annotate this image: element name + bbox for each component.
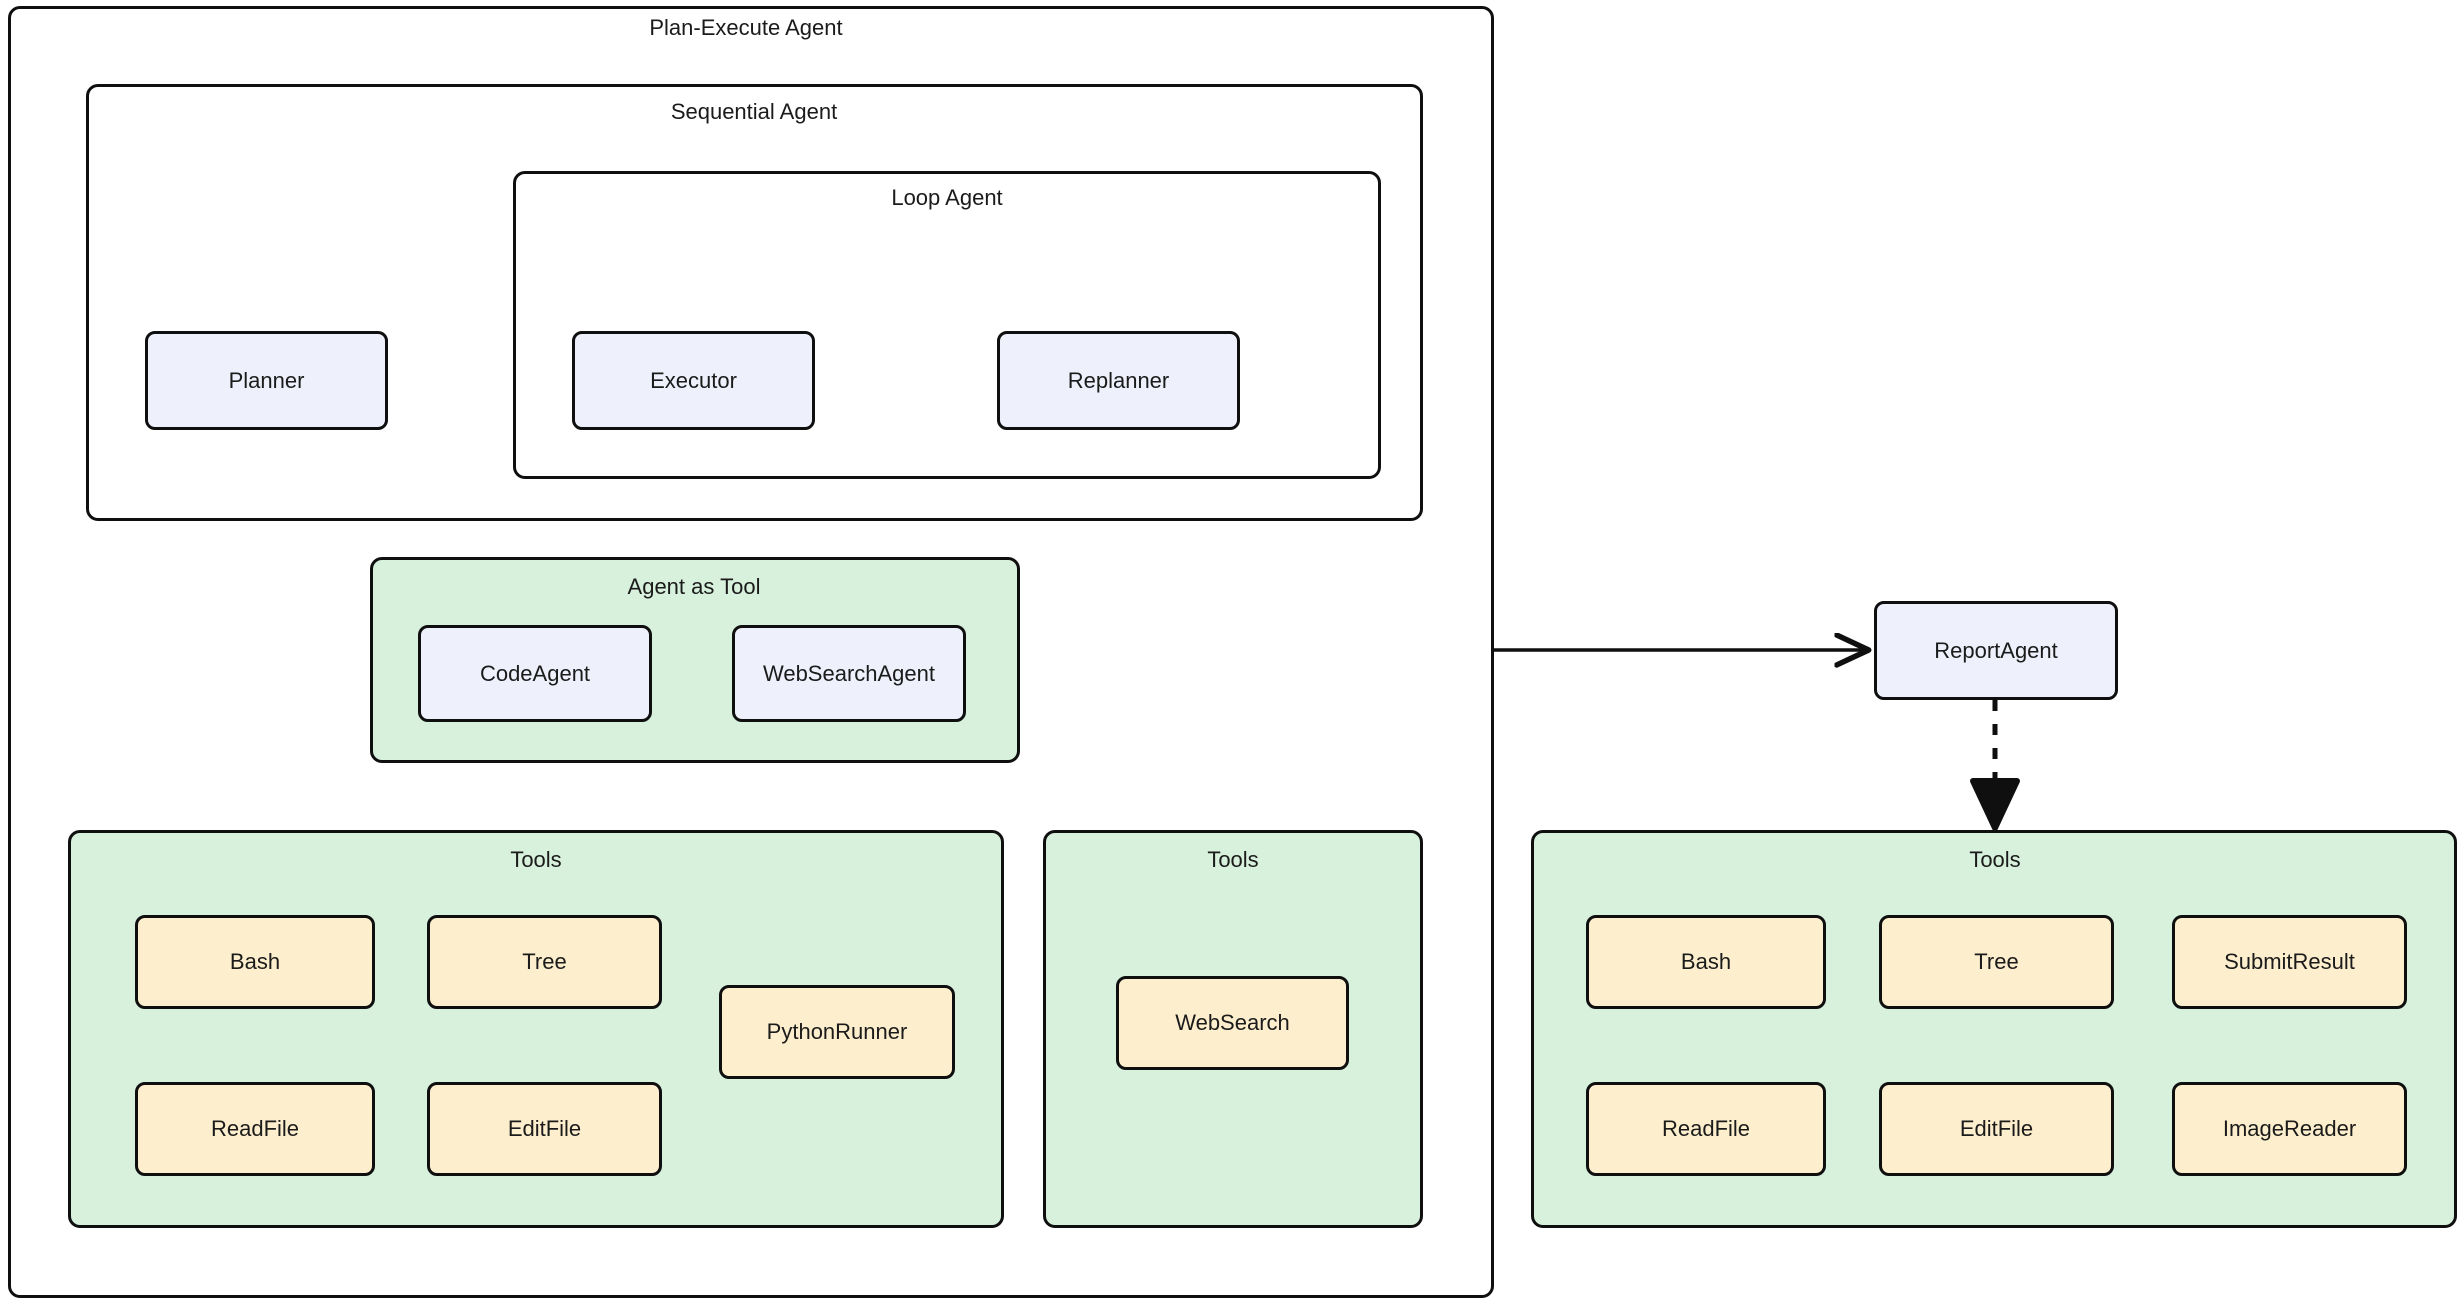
tool-label: WebSearch bbox=[1175, 1010, 1290, 1036]
node-code-agent-label: CodeAgent bbox=[479, 660, 591, 686]
node-report-agent-label: ReportAgent bbox=[1934, 637, 2058, 663]
container-loop-agent bbox=[513, 171, 1381, 479]
tool-pythonrunner-code[interactable]: PythonRunner bbox=[719, 985, 955, 1079]
node-executor[interactable]: Executor bbox=[572, 331, 815, 430]
node-planner[interactable]: Planner bbox=[145, 331, 388, 430]
tool-label: ImageReader bbox=[2222, 1116, 2357, 1142]
tool-label: Bash bbox=[1680, 949, 1732, 975]
tool-tree-code[interactable]: Tree bbox=[427, 915, 662, 1009]
tool-editfile-report[interactable]: EditFile bbox=[1879, 1082, 2114, 1176]
node-code-agent[interactable]: CodeAgent bbox=[418, 625, 652, 722]
tool-bash-report[interactable]: Bash bbox=[1586, 915, 1826, 1009]
plan-execute-agent-title: Plan-Execute Agent bbox=[649, 15, 843, 40]
tool-bash-code[interactable]: Bash bbox=[135, 915, 375, 1009]
tool-label: Tree bbox=[522, 949, 567, 975]
tool-label: ReadFile bbox=[210, 1116, 300, 1142]
node-websearch-agent[interactable]: WebSearchAgent bbox=[732, 625, 966, 722]
sequential-agent-title: Sequential Agent bbox=[670, 99, 838, 124]
node-replanner-label: Replanner bbox=[1067, 367, 1170, 393]
tools-web-title: Tools bbox=[1207, 847, 1259, 872]
tool-editfile-code[interactable]: EditFile bbox=[427, 1082, 662, 1176]
node-report-agent[interactable]: ReportAgent bbox=[1874, 601, 2118, 700]
node-planner-label: Planner bbox=[228, 367, 305, 393]
tool-label: Bash bbox=[229, 949, 281, 975]
node-executor-label: Executor bbox=[650, 367, 737, 393]
tools-code-title: Tools bbox=[510, 847, 562, 872]
tool-tree-report[interactable]: Tree bbox=[1879, 915, 2114, 1009]
tool-readfile-code[interactable]: ReadFile bbox=[135, 1082, 375, 1176]
node-replanner[interactable]: Replanner bbox=[997, 331, 1240, 430]
tool-submitresult-report[interactable]: SubmitResult bbox=[2172, 915, 2407, 1009]
tool-label: SubmitResult bbox=[2224, 949, 2355, 975]
tool-label: PythonRunner bbox=[766, 1019, 908, 1045]
loop-agent-title: Loop Agent bbox=[891, 185, 1003, 210]
tool-label: EditFile bbox=[1959, 1116, 2034, 1142]
tools-report-title: Tools bbox=[1969, 847, 2021, 872]
agent-as-tool-title: Agent as Tool bbox=[627, 574, 761, 599]
tool-websearch-web[interactable]: WebSearch bbox=[1116, 976, 1349, 1070]
tool-readfile-report[interactable]: ReadFile bbox=[1586, 1082, 1826, 1176]
node-websearch-agent-label: WebSearchAgent bbox=[762, 660, 936, 686]
tool-label: Tree bbox=[1974, 949, 2019, 975]
tool-imagereader-report[interactable]: ImageReader bbox=[2172, 1082, 2407, 1176]
tool-label: ReadFile bbox=[1661, 1116, 1751, 1142]
tool-label: EditFile bbox=[507, 1116, 582, 1142]
